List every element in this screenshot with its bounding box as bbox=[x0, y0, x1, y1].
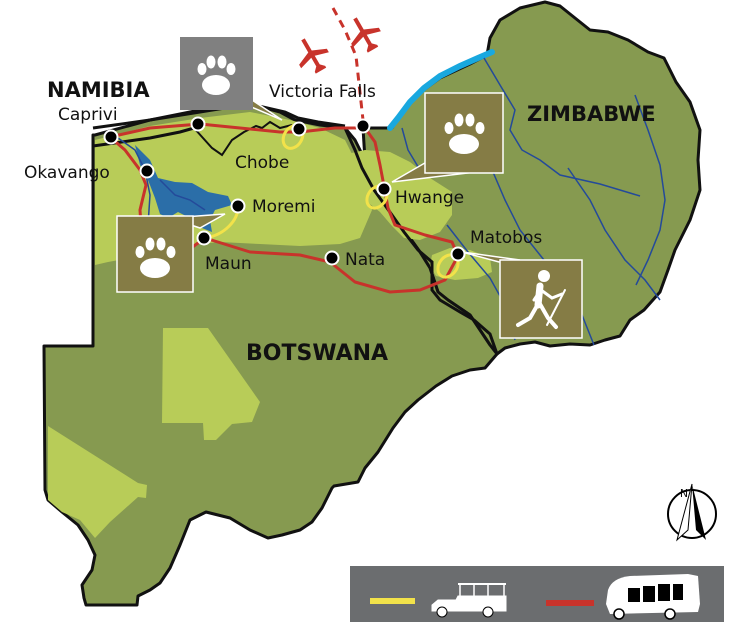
label-caprivi: Caprivi bbox=[58, 105, 118, 125]
label-chobe: Chobe bbox=[235, 153, 289, 173]
marker-moremi bbox=[230, 198, 246, 214]
label-namibia: NAMIBIA bbox=[47, 78, 150, 102]
zambezi-river bbox=[387, 49, 495, 131]
legend-yellow-line bbox=[370, 598, 415, 604]
label-botswana: BOTSWANA bbox=[246, 341, 388, 366]
airplane-icon bbox=[351, 17, 381, 53]
compass-label: N bbox=[680, 487, 688, 500]
location-markers bbox=[103, 116, 466, 266]
hwange-park-region bbox=[338, 150, 452, 240]
marker-matobos bbox=[450, 246, 466, 262]
marker-victoria-falls bbox=[355, 118, 371, 134]
route-legend bbox=[350, 566, 724, 622]
caprivi-strip-border bbox=[92, 102, 346, 148]
label-victoria-falls: Victoria Falls bbox=[269, 82, 376, 102]
matobos-hiking-icon-box bbox=[499, 259, 583, 339]
okavango-delta bbox=[135, 145, 232, 232]
marker-nata bbox=[324, 250, 340, 266]
kgalagadi-region bbox=[48, 426, 147, 538]
airplane-icon bbox=[299, 38, 329, 74]
paw-print-icon bbox=[444, 113, 485, 154]
botswana-zimbabwe-border bbox=[343, 127, 499, 355]
hiker-icon bbox=[516, 270, 566, 329]
compass-north-arrow: N bbox=[667, 483, 717, 542]
flight-paths bbox=[331, 7, 365, 121]
marker-chobe bbox=[291, 121, 307, 137]
label-maun: Maun bbox=[205, 254, 252, 274]
legend-red-line bbox=[546, 600, 594, 606]
marker-maun bbox=[196, 230, 212, 246]
marker-caprivi bbox=[103, 129, 119, 145]
hwange-wildlife-icon-box bbox=[424, 92, 504, 174]
label-hwange: Hwange bbox=[395, 188, 464, 208]
marker-hwange bbox=[376, 181, 392, 197]
marker-okavango bbox=[139, 163, 155, 179]
marker-caprivi-mid bbox=[190, 116, 206, 132]
open-safari-vehicle-icon bbox=[431, 583, 507, 618]
paw-print-icon bbox=[135, 237, 176, 278]
label-okavango: Okavango bbox=[24, 163, 110, 183]
label-zimbabwe: ZIMBABWE bbox=[527, 102, 656, 126]
label-moremi: Moremi bbox=[252, 197, 315, 217]
paw-print-icon bbox=[197, 55, 236, 95]
central-kalahari-region bbox=[162, 328, 260, 440]
chobe-wildlife-icon-box bbox=[180, 37, 253, 110]
okavango-wildlife-icon-box bbox=[116, 215, 194, 293]
label-matobos: Matobos bbox=[470, 228, 542, 248]
overland-truck-icon bbox=[606, 574, 700, 620]
label-nata: Nata bbox=[345, 250, 385, 270]
